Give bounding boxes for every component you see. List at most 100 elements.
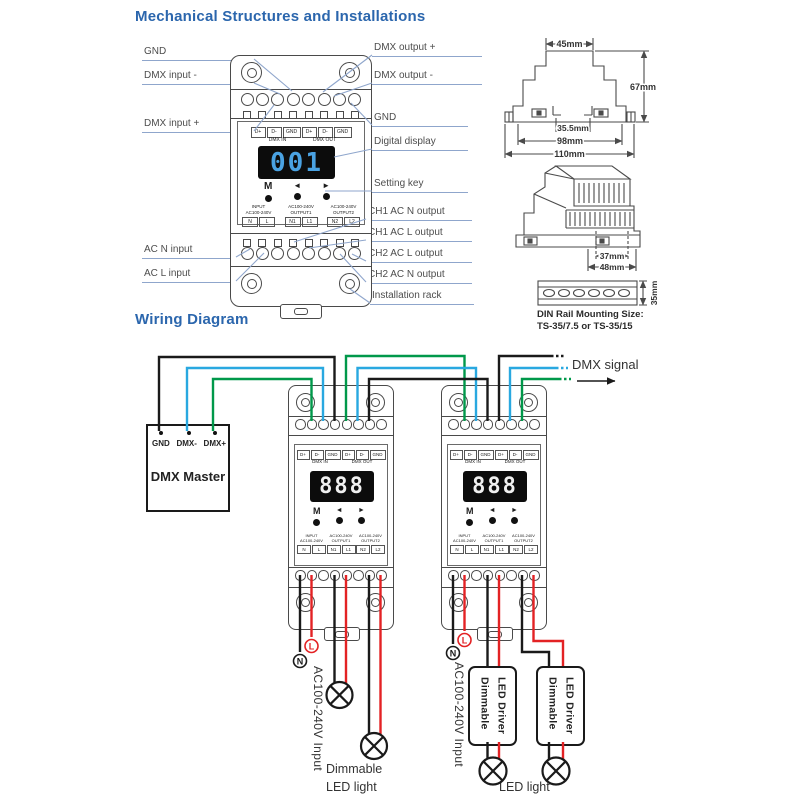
dmx-terminal-label: GND — [324, 450, 341, 460]
io-label: OUTPUT1 — [331, 538, 351, 543]
setting-keys: M ◄ ► — [466, 507, 518, 526]
dmx-terminal-label: D+ — [250, 127, 266, 138]
io-label: AC100-240V — [453, 538, 476, 543]
dmx-signal-label: DMX signal — [572, 357, 639, 372]
led-light-label: LED light — [499, 779, 550, 797]
key-dot — [293, 193, 301, 200]
terminal-circle — [302, 92, 316, 106]
dmx-square-row-top — [240, 108, 362, 119]
terminal-n: N — [242, 216, 258, 227]
side-dimension-drawing: 37mm 48mm — [515, 165, 641, 274]
terminal-circle — [529, 419, 540, 430]
label-ac-l-input: AC L input — [142, 268, 240, 283]
dmx-master-box: GND DMX- DMX+ DMX Master — [146, 424, 230, 512]
divider — [289, 416, 393, 417]
io-label: AC100-240V — [482, 533, 506, 538]
io-label: AC100-240V — [288, 204, 314, 209]
led-light-text: LED light — [499, 780, 550, 794]
label-installation-rack: Installation rack — [370, 290, 474, 305]
setting-keys: M ◄ ► — [264, 182, 330, 202]
lamp-icon — [325, 680, 354, 710]
io-label: AC100-240V — [330, 204, 357, 209]
terminal-circle — [333, 92, 347, 106]
dmx-terminal-label: D+ — [494, 450, 508, 460]
dmx-terminal-row-top — [448, 419, 540, 430]
terminal-circle — [341, 419, 352, 430]
dmx-in-label: DMX IN — [312, 459, 328, 464]
terminal-l1: L1 — [341, 544, 356, 554]
terminal-n: N — [450, 544, 464, 554]
terminal-l: L — [465, 544, 479, 554]
terminal-circle — [376, 570, 387, 581]
label-digital-display: Digital display — [372, 136, 468, 151]
mounting-tab — [477, 627, 513, 641]
io-label: OUTPUT2 — [332, 209, 354, 215]
dimmable-led-light-line1: Dimmable — [326, 762, 383, 776]
dmx-terminal-label: D+ — [301, 127, 317, 138]
label-setting-key: Setting key — [372, 178, 468, 193]
left-key-icon: ◄ — [293, 181, 302, 190]
menu-key: M — [264, 182, 272, 202]
dmx-terminal-label: D- — [317, 127, 333, 138]
dmx-terminal-label: D- — [355, 450, 369, 460]
right-key: ► — [322, 182, 330, 202]
dim-45mm: 45mm — [556, 39, 582, 49]
led-driver-box-1: Dimmable LED Driver — [468, 666, 517, 746]
dimmable-led-light-line2: LED light — [326, 779, 377, 794]
driver-label-line2: LED Driver — [563, 677, 576, 735]
io-label: OUTPUT2 — [361, 538, 380, 543]
terminal-circle — [318, 419, 329, 430]
neutral-symbol-icon — [292, 653, 308, 669]
ac-input-label-1: AC100-240V Input — [311, 666, 325, 772]
dim-35-5mm: 35.5mm — [557, 123, 589, 133]
terminal-n2: N2 — [327, 216, 343, 227]
neutral-letter: N — [297, 657, 304, 667]
master-dmx-plus-label: DMX+ — [203, 439, 226, 448]
rail-caption-line1: DIN Rail Mounting Size: — [537, 309, 644, 320]
divider — [442, 435, 546, 436]
dimmable-led-light-label: Dimmable LED light — [326, 761, 382, 796]
terminal-n1: N1 — [326, 544, 341, 554]
terminal-circle — [494, 570, 505, 581]
key-dot — [264, 195, 272, 202]
divider — [231, 266, 371, 267]
io-label: INPUT — [458, 533, 471, 538]
dmx-in-label: DMX IN — [465, 459, 481, 464]
terminal-l2: L2 — [371, 544, 385, 554]
terminal-circle — [494, 419, 505, 430]
terminal-circle — [471, 419, 482, 430]
screw-hole — [519, 393, 538, 412]
screw-hole — [366, 393, 385, 412]
menu-key-label: M — [466, 506, 474, 516]
divider — [289, 435, 393, 436]
terminal-circle — [364, 419, 376, 430]
terminal-n2: N2 — [509, 544, 523, 554]
terminal-circle — [255, 246, 269, 260]
divider — [442, 587, 546, 588]
left-key: ◄ — [335, 507, 343, 526]
screw-hole — [296, 393, 315, 412]
dmx-in-label: DMX IN — [268, 137, 287, 143]
left-key: ◄ — [488, 507, 496, 526]
dim-48mm: 48mm — [600, 262, 625, 272]
din-rail-drawing: 35mm DIN Rail Mounting Size: TS-35/7.5 o… — [537, 279, 661, 332]
divider — [442, 416, 546, 417]
left-key: ◄ — [293, 182, 301, 202]
terminal-circle — [240, 92, 254, 106]
terminal-circle — [341, 570, 352, 581]
terminal-circle — [286, 92, 300, 106]
terminal-circle — [318, 570, 329, 581]
terminal-circle — [353, 570, 364, 581]
label-dmx-input-minus: DMX input - — [142, 70, 258, 85]
dmx-terminal-label: GND — [282, 127, 301, 138]
dmx-terminal-label: D- — [463, 450, 477, 460]
right-key-icon: ► — [322, 181, 330, 190]
driver-label-line1: Dimmable — [478, 677, 491, 730]
digital-display: 888 — [463, 471, 527, 502]
